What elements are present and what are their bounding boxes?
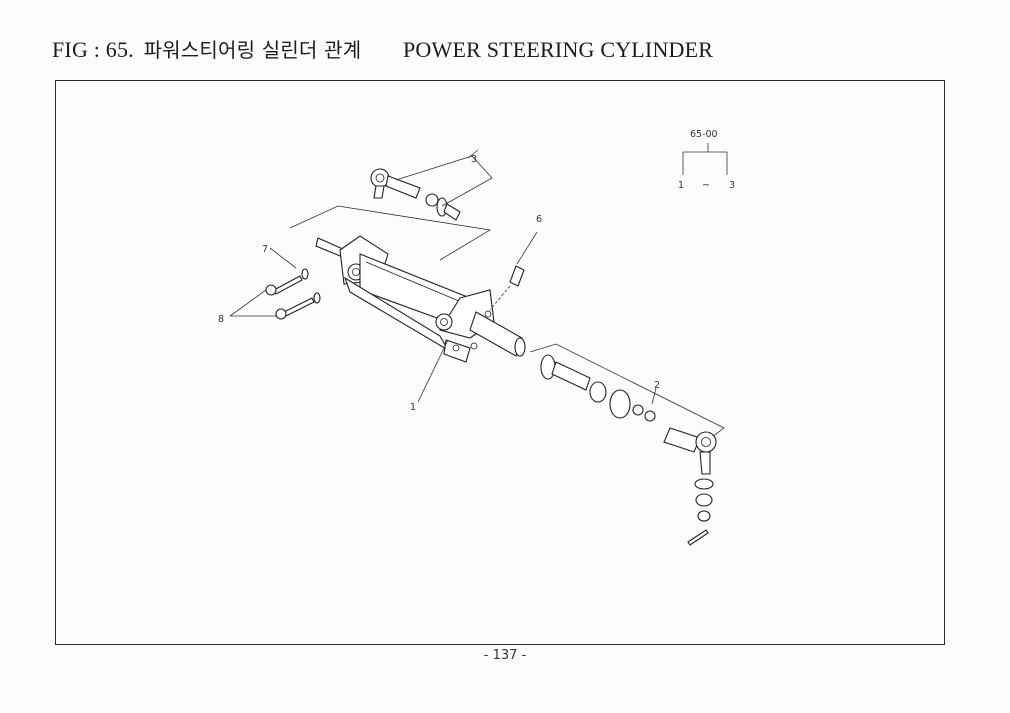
assembly-range-start: 1 [678, 180, 684, 191]
assembly-code: 65-00 [690, 129, 718, 140]
callout-6: 6 [536, 214, 542, 225]
title-english: POWER STEERING CYLINDER [403, 37, 714, 62]
page-number: - 137 - [483, 648, 527, 663]
callout-3: 3 [471, 154, 477, 165]
power-steering-cylinder [289, 205, 526, 403]
callout-7: 7 [262, 244, 268, 255]
lower-tie-rod-end [529, 343, 725, 546]
title-korean: 파워스티어링 실린더 관계 [143, 38, 362, 62]
assembly-range-sep: ~ [702, 180, 710, 191]
assembly-bracket: 65-00 1 ~ 3 [678, 129, 735, 191]
page-title: FIG : 65. 파워스티어링 실린더 관계 POWER STEERING C… [52, 34, 713, 63]
diagram-frame [55, 80, 945, 645]
callout-2: 2 [654, 380, 660, 391]
upper-tie-rod-end [370, 149, 493, 221]
assembly-range-end: 3 [729, 180, 735, 191]
figure-number: FIG : 65. [52, 37, 134, 62]
pin [489, 231, 538, 311]
mounting-bolts [229, 247, 321, 320]
callout-8: 8 [218, 314, 224, 325]
callout-1: 1 [410, 402, 416, 413]
